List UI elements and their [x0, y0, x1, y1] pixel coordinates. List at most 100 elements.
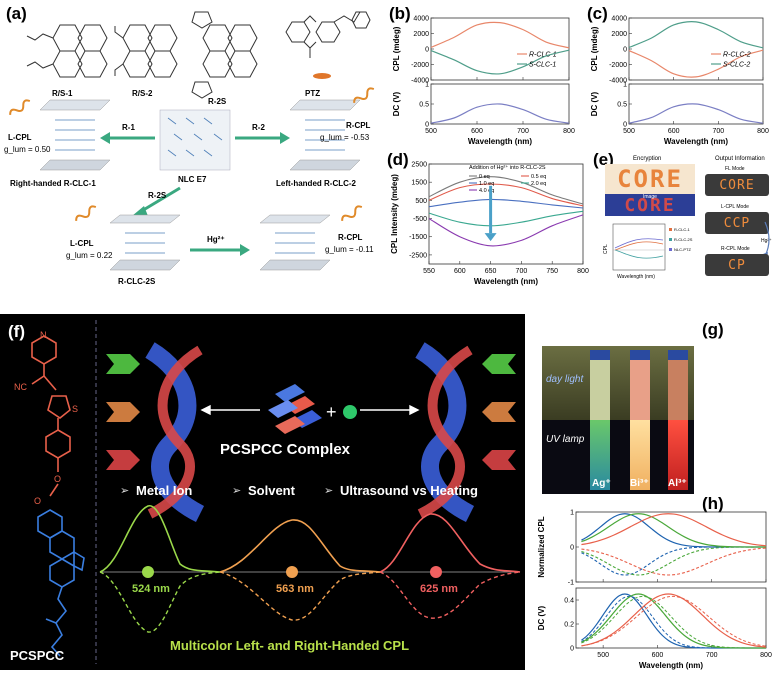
cpl-label: L-CPL — [70, 239, 94, 248]
y-axis-label: DC (V) — [392, 91, 401, 116]
right-helix — [415, 342, 475, 523]
g-value: g_lum = 0.50 — [4, 145, 51, 154]
y-tick-label: 2000 — [413, 31, 429, 38]
bullet-text: Metal Ion — [136, 483, 192, 498]
arrow-label: Hg²⁺ — [207, 235, 225, 244]
x-tick-label: 700 — [712, 128, 724, 135]
molecule-r-s-2 — [114, 24, 178, 78]
dc-line — [581, 593, 767, 648]
arrow-r-2: R-2 — [235, 123, 290, 144]
g-value: g_lum = -0.53 — [320, 133, 370, 142]
l-cpl-mode-label: L-CPL Mode — [721, 204, 749, 210]
panel-f-art: N NC S O O PCSPCC — [10, 320, 521, 664]
vial-al — [668, 350, 688, 490]
image-label: Image — [643, 194, 657, 200]
bullet-arrow-icon: ➢ — [324, 485, 333, 497]
day-light-label: day light — [546, 374, 584, 385]
arrow-r-2s: R-2S — [132, 186, 181, 216]
panel-a: (a) — [0, 0, 385, 290]
x-tick-label: 800 — [757, 128, 769, 135]
f-orange-r-cpl — [219, 571, 381, 621]
peak-marker — [430, 566, 442, 578]
inset-series-3 — [614, 238, 664, 249]
y-tick-label: 0.2 — [564, 622, 574, 629]
peak-marker — [142, 566, 154, 578]
x-axis-label: Wavelength (nm) — [639, 661, 703, 670]
x-tick-label: 800 — [760, 652, 772, 659]
lc-stack-1 — [39, 99, 111, 171]
fl-mode-label: FL Mode — [725, 166, 745, 172]
inset-xlabel: Wavelength (nm) — [617, 274, 655, 280]
cpl-label: L-CPL — [8, 133, 32, 142]
molecule-label: PCSPCC — [10, 648, 65, 663]
cpl-label: R-CPL — [338, 233, 363, 242]
panel-label: (h) — [702, 494, 724, 513]
trend-arrow-head — [484, 233, 497, 242]
series-line — [430, 21, 570, 49]
molecule-ptz — [285, 11, 371, 79]
y-tick-label: 0.4 — [564, 598, 574, 605]
y-axis-label: CPL (mdeg) — [590, 26, 599, 71]
g-value: g_lum = 0.22 — [66, 251, 113, 260]
y-axis-label: CPL Intensity (mdeg) — [390, 174, 399, 254]
x-tick-label: 600 — [471, 128, 483, 135]
panel-label: (d) — [387, 150, 409, 169]
lc-stack-3 — [109, 214, 181, 271]
y-tick-label: 500 — [415, 198, 427, 205]
plot-frame — [430, 17, 570, 81]
x-tick-label: 800 — [577, 268, 589, 275]
series-line — [628, 103, 764, 124]
x-tick-label: 550 — [423, 268, 435, 275]
y-tick-label: 0 — [570, 545, 574, 552]
y-tick-label: -4000 — [609, 78, 627, 85]
complex-tiles — [268, 384, 322, 434]
panel-label: (a) — [6, 4, 27, 23]
dc-line-dashed — [581, 595, 766, 649]
encrypt-word: CORE — [617, 165, 683, 193]
y-axis-label: CPL (mdeg) — [392, 26, 401, 71]
atom-label: O — [34, 496, 41, 506]
arrow-label: R-1 — [122, 123, 135, 132]
series-line — [428, 210, 584, 227]
glow-arrow-icon — [106, 354, 516, 470]
chart-b: 400020000-2000-4000R-CLC-1S-CLC-100.5150… — [392, 16, 575, 147]
atom-label: O — [54, 474, 61, 484]
molecule-r-2s — [191, 11, 258, 99]
inset-legend-item: NLC-PTZ — [674, 247, 691, 252]
y-tick-label: 4000 — [611, 16, 627, 23]
y-axis-label: Normalized CPL — [537, 516, 546, 577]
e-inset-chart: Wavelength (nm) CPL R-CLC-1 R-CLC-2S NLC… — [603, 223, 693, 280]
x-tick-label: 600 — [454, 268, 466, 275]
cpl-line — [581, 513, 767, 547]
dc-line — [581, 593, 767, 649]
series-line — [428, 214, 584, 247]
x-tick-label: 800 — [563, 128, 575, 135]
encryption-title: Encryption — [633, 156, 662, 162]
uv-lamp-label: UV lamp — [546, 434, 585, 445]
ion-label: Bi³⁺ — [630, 478, 649, 489]
host-label: NLC E7 — [178, 175, 207, 184]
panel-label: (g) — [702, 320, 724, 339]
f-red-r-cpl — [379, 571, 521, 619]
y-tick-label: 1 — [425, 82, 429, 89]
y-tick-label: 0 — [623, 47, 627, 54]
legend-label: S-CLC-1 — [529, 62, 556, 69]
y-tick-label: 0 — [425, 47, 429, 54]
lc-stack-4 — [259, 214, 331, 271]
inset-legend: R-CLC-1 R-CLC-2S NLC-PTZ — [669, 227, 693, 252]
complex-label: PCSPCC Complex — [220, 441, 351, 458]
peak-label: 524 nm — [132, 583, 170, 595]
hg-label: Hg²⁺ — [761, 238, 772, 244]
cpl-line-dashed — [581, 547, 767, 576]
vial-ag — [590, 350, 610, 490]
panel-a-scheme: R/S-1 R/S-2 R-2S PTZ NLC E7 R-1 R-2 — [4, 11, 375, 286]
r-cpl-mode-label: R-CPL Mode — [721, 246, 750, 252]
arrow-r-1: R-1 — [100, 123, 155, 144]
lc-stack-2 — [289, 99, 361, 171]
x-axis-label: Wavelength (nm) — [664, 137, 728, 146]
wave-icon — [9, 99, 31, 115]
x-axis-label: Wavelength (nm) — [474, 277, 538, 286]
bullet-text: Ultrasound vs Heating — [340, 483, 478, 498]
